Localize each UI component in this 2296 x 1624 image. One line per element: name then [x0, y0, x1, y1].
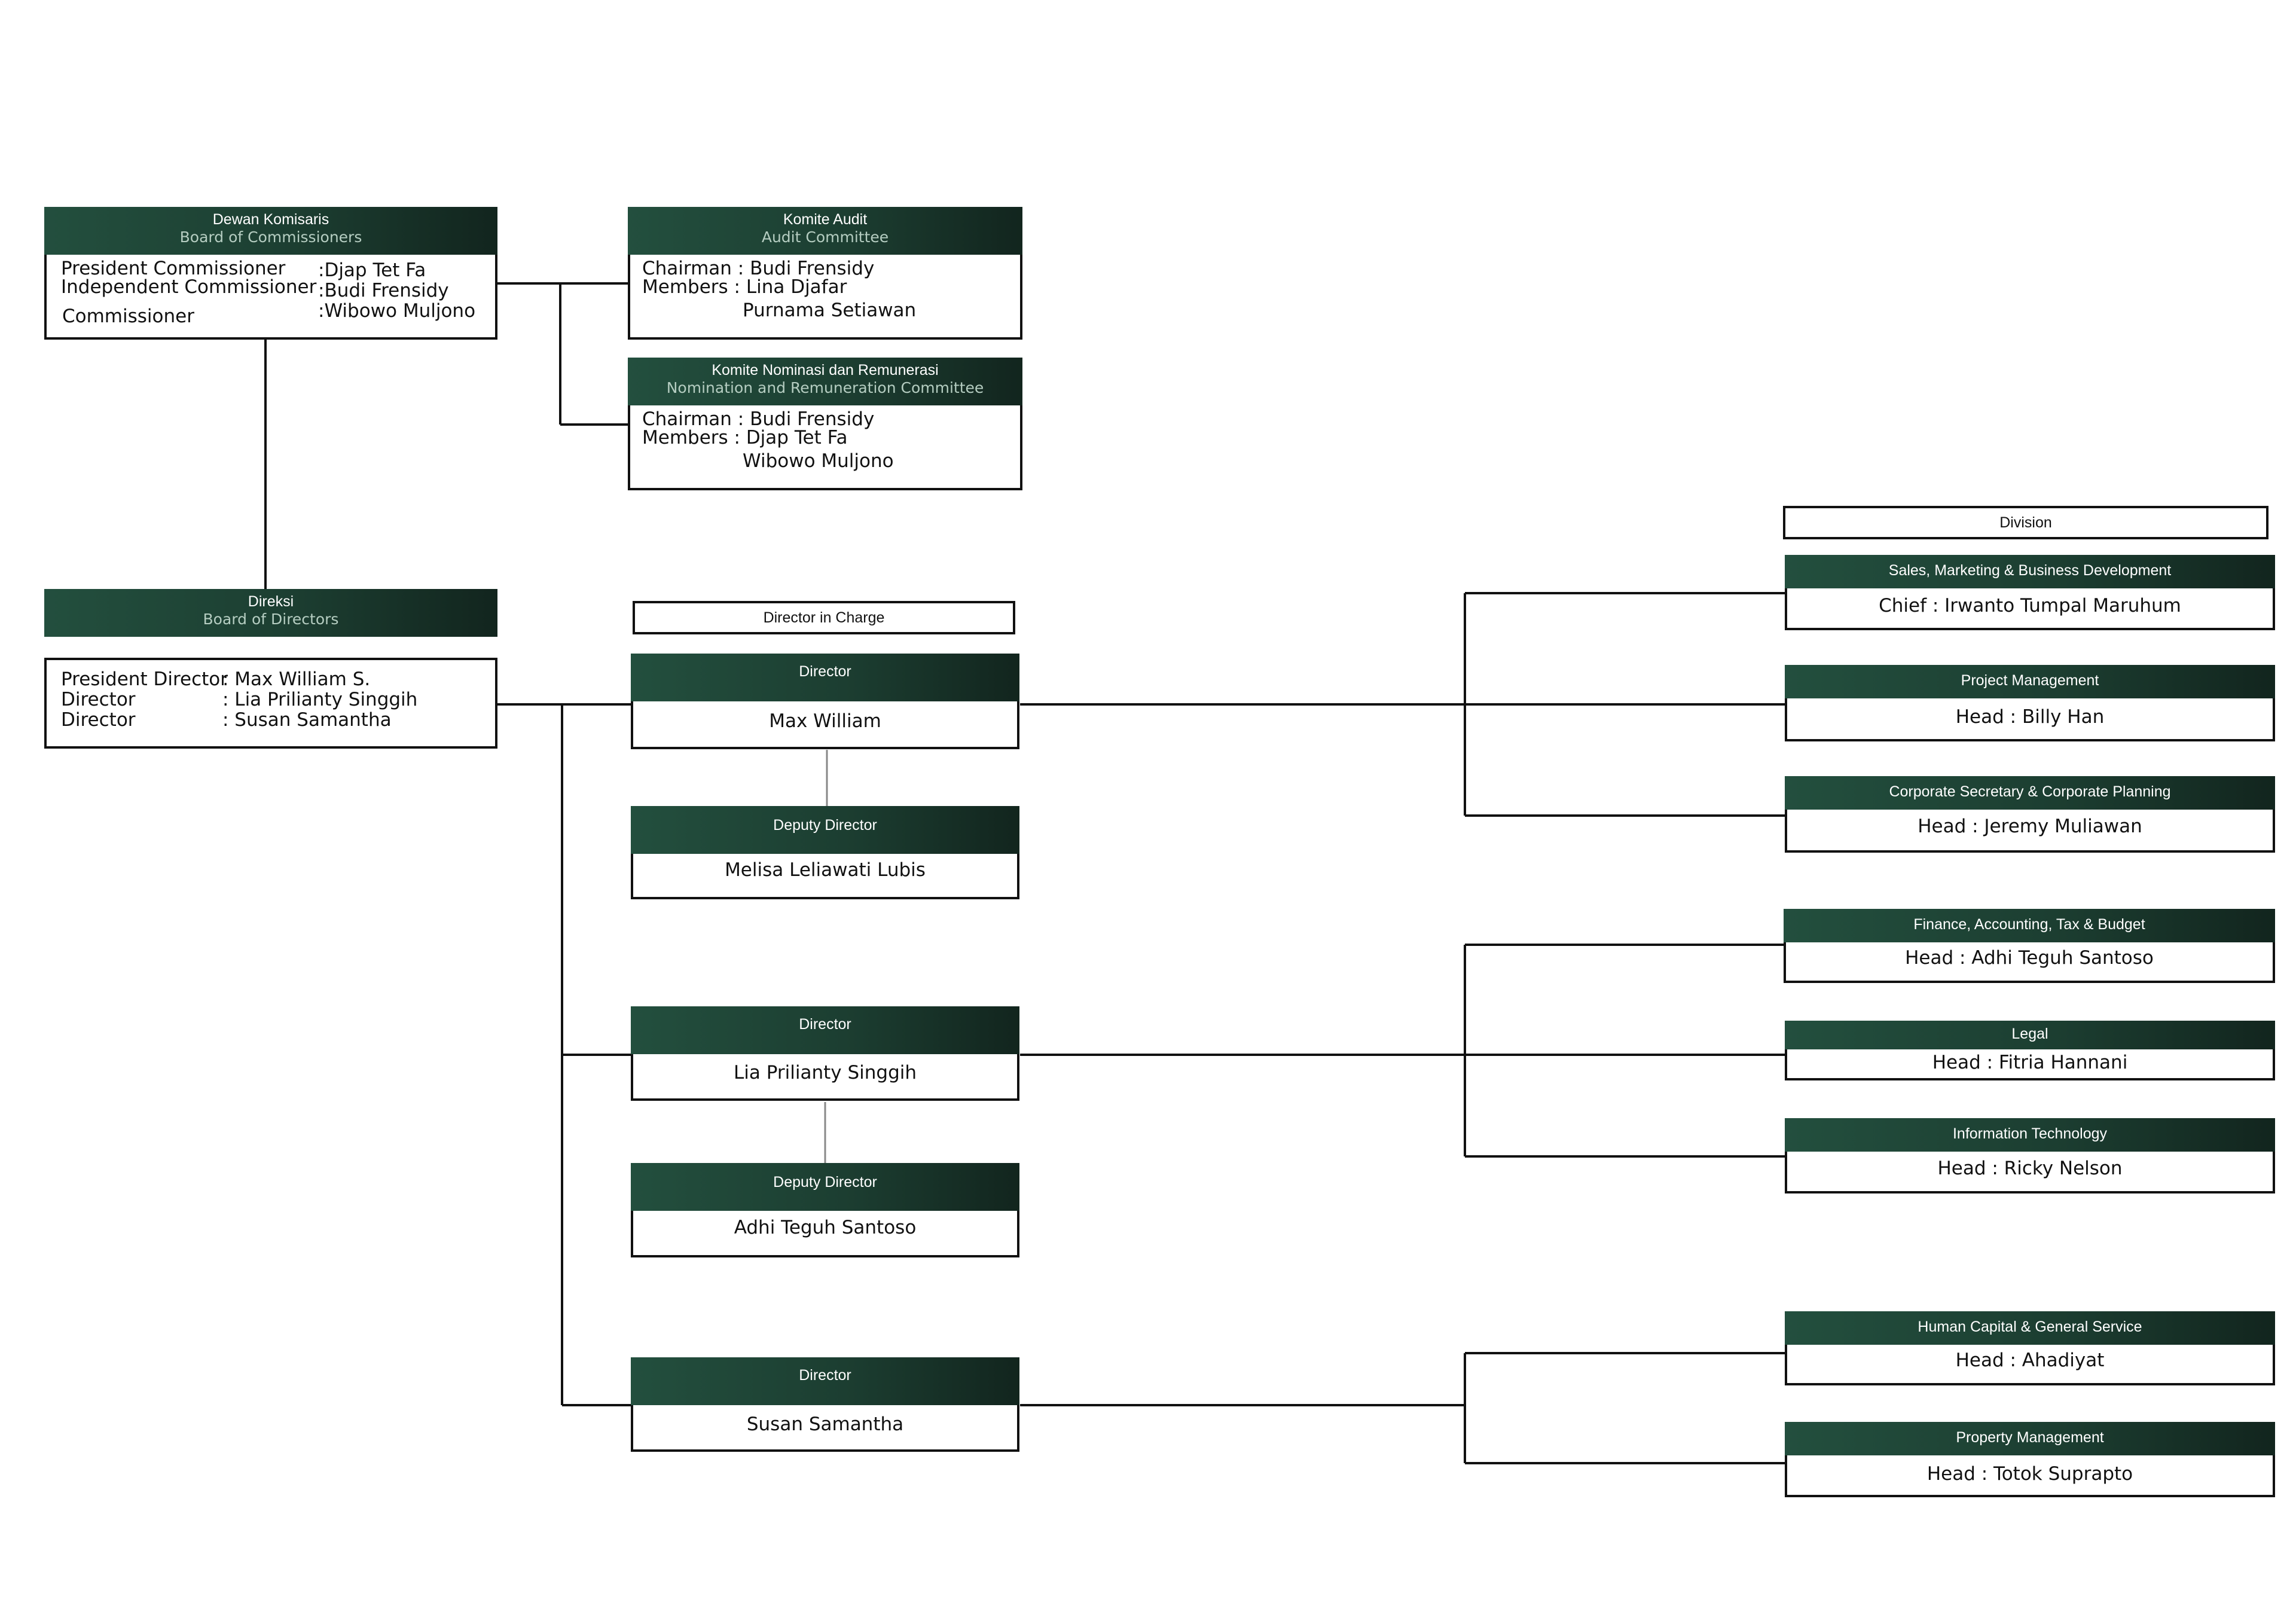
- director-card-name-5: Susan Samantha: [746, 1414, 904, 1435]
- director-role-3: Director: [61, 709, 136, 731]
- director-card-title-5: Director: [799, 1367, 851, 1384]
- nomination-committee-subtitle: Nomination and Remuneration Committee: [666, 379, 984, 396]
- division-title-1: Sales, Marketing & Business Development: [1888, 562, 2172, 579]
- director-role-2: Director: [61, 689, 136, 710]
- directors-subtitle: Board of Directors: [203, 610, 339, 628]
- directors-header: Direksi Board of Directors: [44, 589, 497, 637]
- division-title-8: Property Management: [1956, 1429, 2104, 1446]
- commissioners-subtitle: Board of Commissioners: [179, 228, 362, 246]
- audit-committee-header: Komite Audit Audit Committee: [628, 207, 1022, 255]
- audit-chairman: Chairman : Budi Frensidy: [642, 258, 875, 279]
- commissioner-role-2: Independent Commissioner: [61, 276, 317, 298]
- nomination-members: Members : Djap Tet Fa: [642, 427, 848, 448]
- directors-title: Direksi: [248, 593, 294, 610]
- commissioner-role-1: President Commissioner: [61, 258, 286, 279]
- division-head-4: Head : Adhi Teguh Santoso: [1905, 947, 2154, 969]
- audit-committee-subtitle: Audit Committee: [761, 228, 889, 246]
- director-role-1: President Director: [61, 668, 228, 690]
- audit-members: Members : Lina Djafar: [642, 276, 847, 298]
- director-card-name-2: Melisa Leliawati Lubis: [725, 859, 926, 881]
- director-card-title-3: Director: [799, 1016, 851, 1033]
- division-label: Division: [1783, 506, 2268, 539]
- division-head-1: Chief : Irwanto Tumpal Maruhum: [1879, 595, 2181, 616]
- division-head-3: Head : Jeremy Muliawan: [1918, 816, 2142, 837]
- audit-member-extra: Purnama Setiawan: [743, 300, 917, 321]
- division-title-4: Finance, Accounting, Tax & Budget: [1913, 916, 2145, 933]
- director-card-title-1: Director: [799, 663, 851, 680]
- division-title-5: Legal: [2011, 1025, 2048, 1042]
- division-title-2: Project Management: [1961, 672, 2099, 689]
- audit-committee-title: Komite Audit: [783, 211, 868, 228]
- commissioner-name-2: :Budi Frensidy: [318, 280, 449, 301]
- director-name-3: : Susan Samantha: [222, 709, 392, 731]
- division-head-5: Head : Fitria Hannani: [1932, 1052, 2128, 1073]
- division-head-8: Head : Totok Suprapto: [1926, 1463, 2133, 1485]
- director-name-1: : Max William S.: [222, 668, 371, 690]
- director-in-charge-label: Director in Charge: [633, 601, 1015, 634]
- nomination-member-extra: Wibowo Muljono: [743, 450, 894, 472]
- commissioner-name-1: :Djap Tet Fa: [318, 260, 426, 281]
- commissioners-header: Dewan Komisaris Board of Commissioners: [44, 207, 497, 255]
- commissioner-role-3: Commissioner: [62, 306, 194, 327]
- division-title-3: Corporate Secretary & Corporate Planning: [1889, 783, 2171, 800]
- director-card-title-2: Deputy Director: [773, 817, 877, 834]
- directors-list-card: [44, 658, 497, 749]
- director-card-name-1: Max William: [769, 710, 881, 732]
- commissioner-name-3: :Wibowo Muljono: [318, 300, 476, 322]
- commissioners-title: Dewan Komisaris: [212, 211, 329, 228]
- nomination-committee-header: Komite Nominasi dan Remunerasi Nominatio…: [628, 358, 1022, 405]
- division-head-7: Head : Ahadiyat: [1955, 1350, 2105, 1371]
- director-card-title-4: Deputy Director: [773, 1174, 877, 1190]
- director-card-name-4: Adhi Teguh Santoso: [734, 1217, 917, 1238]
- division-head-6: Head : Ricky Nelson: [1937, 1158, 2123, 1179]
- director-name-2: : Lia Prilianty Singgih: [222, 689, 418, 710]
- nomination-chairman: Chairman : Budi Frensidy: [642, 408, 875, 430]
- division-title-6: Information Technology: [1952, 1125, 2108, 1142]
- division-head-2: Head : Billy Han: [1955, 706, 2105, 728]
- division-title-7: Human Capital & General Service: [1918, 1318, 2142, 1335]
- nomination-committee-title: Komite Nominasi dan Remunerasi: [712, 362, 939, 378]
- director-card-name-3: Lia Prilianty Singgih: [733, 1062, 917, 1083]
